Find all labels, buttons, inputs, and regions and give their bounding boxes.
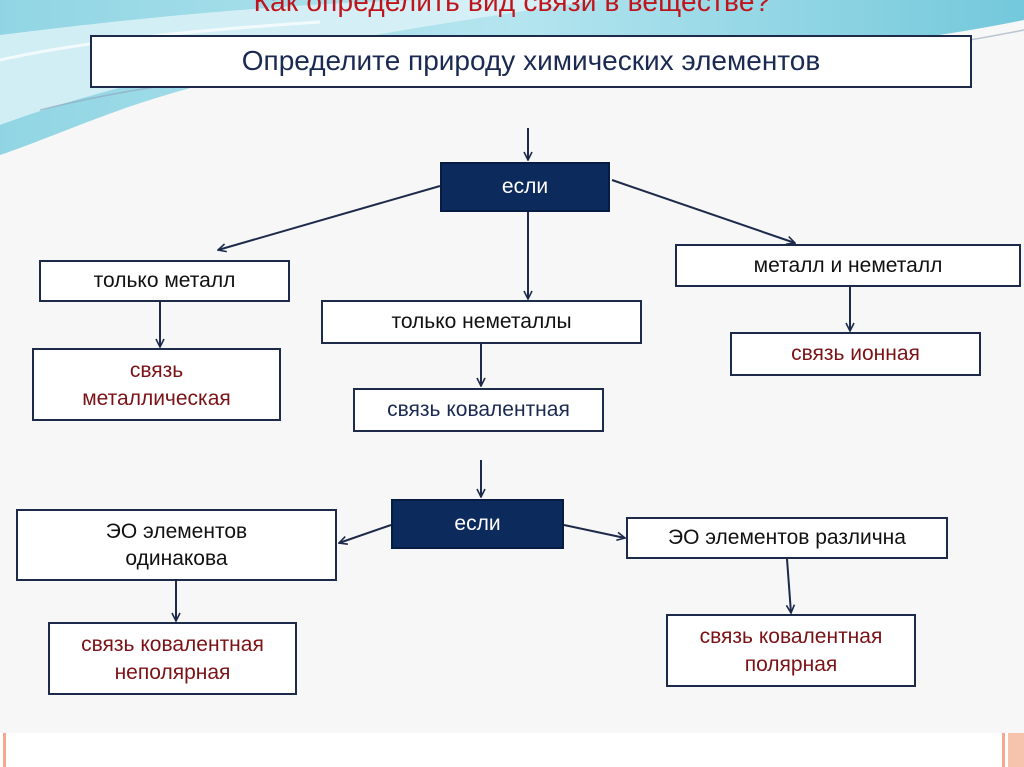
node-only-nonmetals: только неметаллы <box>321 300 642 344</box>
slide-footer-band <box>0 733 1024 767</box>
arrow-if1-to-metal-nonmetal <box>611 179 795 243</box>
condition-box-if-1: если <box>440 162 610 212</box>
node-metal-bond: связь металлическая <box>32 348 281 421</box>
arrow-if2-to-eo-different <box>563 524 625 538</box>
condition-box-if-2: если <box>391 499 564 549</box>
header-box: Определите природу химических элементов <box>90 35 972 88</box>
node-covalent-polar: связь ковалентная полярная <box>666 614 916 687</box>
arrow-if1-to-only-metal <box>218 185 441 250</box>
arrow-if2-to-eo-same <box>339 524 392 543</box>
arrow-eo-different-to-polar <box>787 558 791 613</box>
slide-title: Как определить вид связи в веществе? <box>253 0 771 17</box>
footer-stripe-left <box>3 733 6 767</box>
node-eo-different: ЭО элементов различна <box>626 517 948 559</box>
footer-stripe-right-1 <box>1002 733 1005 767</box>
footer-stripe-right-2 <box>1008 733 1024 767</box>
node-only-metal: только металл <box>39 260 290 302</box>
node-covalent-nonpolar: связь ковалентная неполярная <box>48 622 297 695</box>
node-metal-and-nonmetal: металл и неметалл <box>675 244 1021 287</box>
node-covalent-bond: связь ковалентная <box>353 388 604 432</box>
node-eo-same: ЭО элементов одинакова <box>16 509 337 581</box>
node-ionic-bond: связь ионная <box>730 332 981 376</box>
